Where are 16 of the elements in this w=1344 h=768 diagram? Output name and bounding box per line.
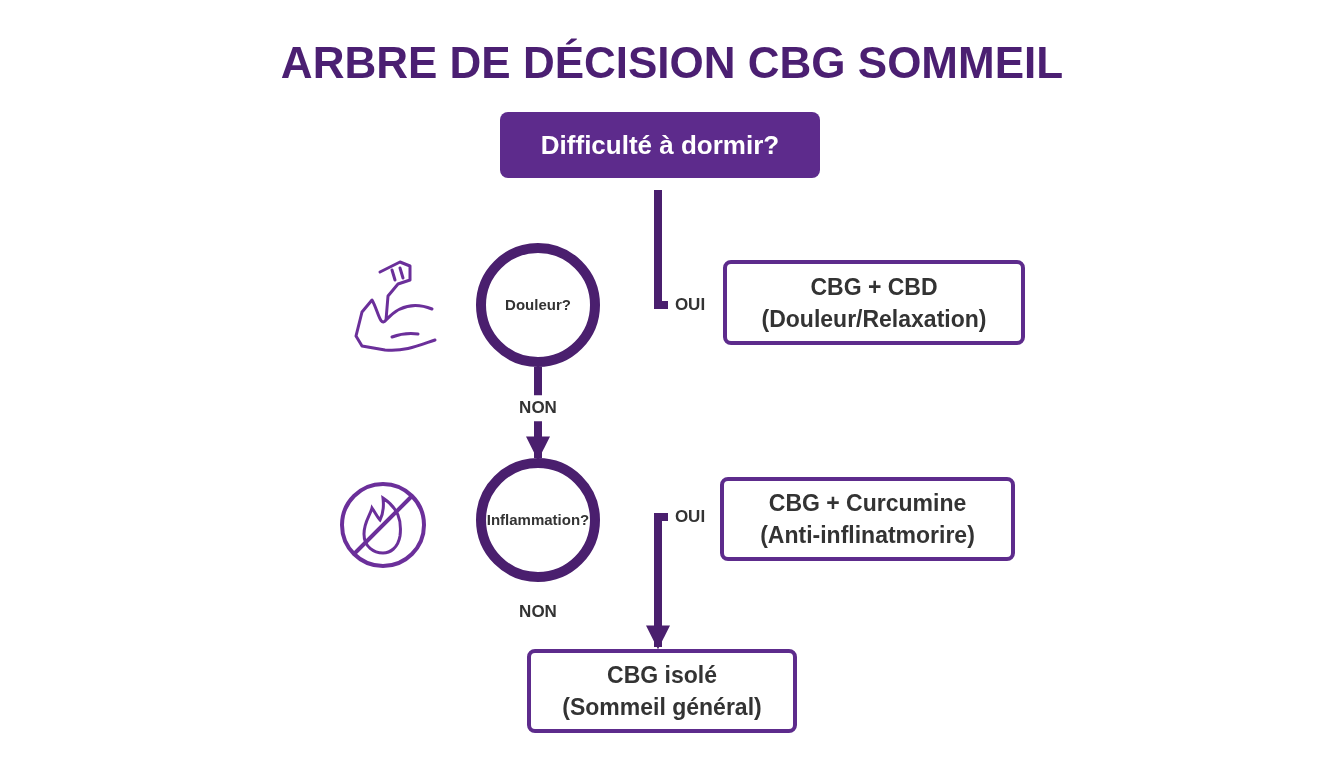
node-text: CBG isolé [607, 661, 717, 690]
arrow [646, 513, 670, 650]
node-text: CBG + Curcumine [768, 489, 967, 518]
node-text: CBG + CBD [810, 272, 938, 302]
node-text: (Douleur/Relaxation) [761, 304, 987, 334]
node-text: (Anti-inflinatmorire) [760, 521, 975, 550]
start-box [500, 112, 820, 178]
result-box [723, 260, 1025, 345]
node-text: (Sommeil général) [562, 693, 762, 722]
result-box [720, 477, 1015, 561]
node-text: Douleur? [505, 294, 571, 315]
title: ARBRE DE DÉCISION CBG SOMMEIL [279, 37, 1065, 89]
node-text: Difficulté à dormir? [540, 128, 780, 162]
result-box [527, 649, 797, 733]
node-text: Inflammation? [486, 509, 590, 530]
branch-label: NON [519, 601, 557, 624]
